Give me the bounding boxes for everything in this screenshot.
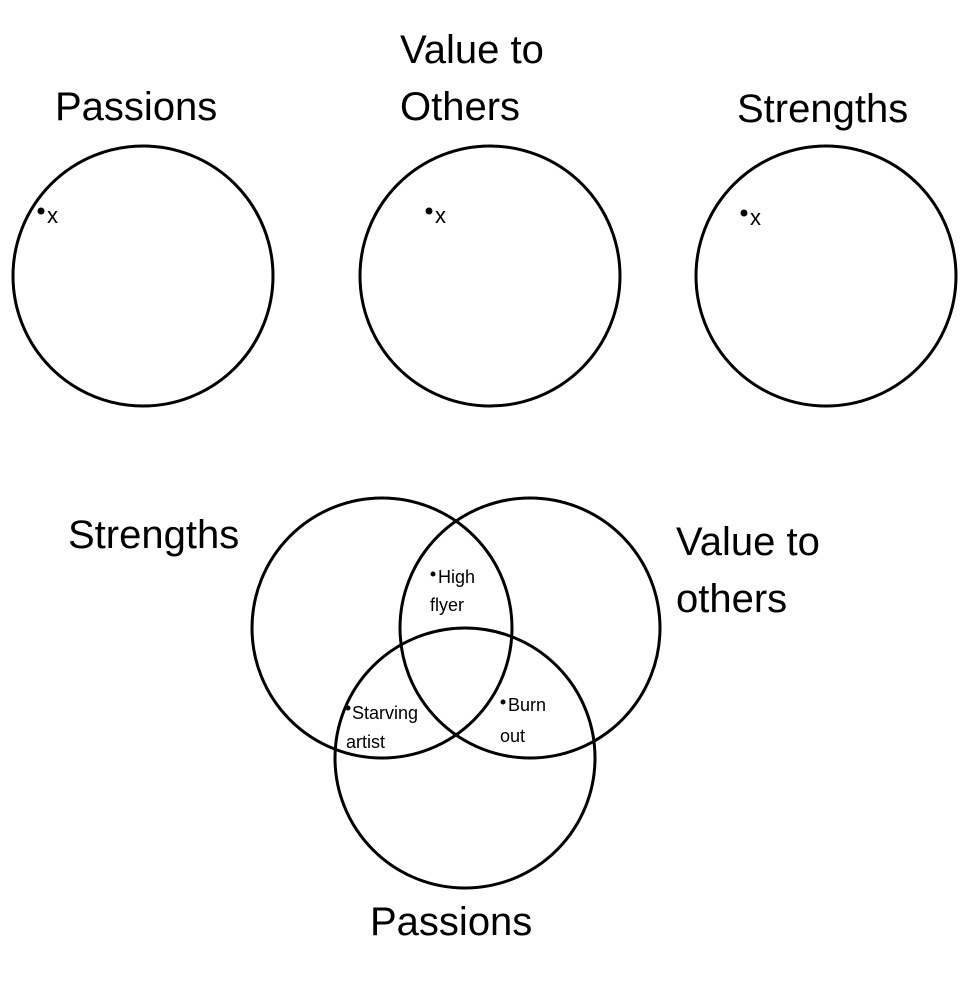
venn-strengths-label: Strengths <box>68 513 239 557</box>
passions-marker: x <box>47 203 58 228</box>
venn-value-label-line2: others <box>676 577 787 621</box>
burn-out-label-line1: Burn <box>508 695 546 715</box>
strengths-circle <box>694 144 958 408</box>
burn-out-bullet <box>500 699 506 705</box>
value-title-line1: Value to <box>400 28 544 72</box>
strengths-bullet <box>740 209 748 217</box>
passions-title: Passions <box>55 85 217 129</box>
high-flyer-label-line2: flyer <box>430 595 464 615</box>
strengths-title: Strengths <box>737 87 908 131</box>
strengths-marker: x <box>750 205 761 230</box>
high-flyer-label-line1: High <box>438 567 475 587</box>
value-title-line2: Others <box>400 85 520 129</box>
burn-out-label-line2: out <box>500 726 525 746</box>
venn-value-circle <box>398 496 662 760</box>
value-marker: x <box>435 203 446 228</box>
passions-bullet <box>37 207 45 215</box>
venn-strengths-circle <box>250 496 514 760</box>
starving-artist-bullet <box>345 705 351 711</box>
value-to-others-circle <box>358 144 622 408</box>
venn-passions-label: Passions <box>370 900 532 944</box>
high-flyer-bullet <box>430 571 436 577</box>
venn-passions-circle <box>333 626 597 890</box>
value-bullet <box>425 207 433 215</box>
starving-artist-label-line2: artist <box>346 732 385 752</box>
venn-value-label-line1: Value to <box>676 520 820 564</box>
passions-circle <box>11 144 275 408</box>
starving-artist-label-line1: Starving <box>352 703 418 723</box>
